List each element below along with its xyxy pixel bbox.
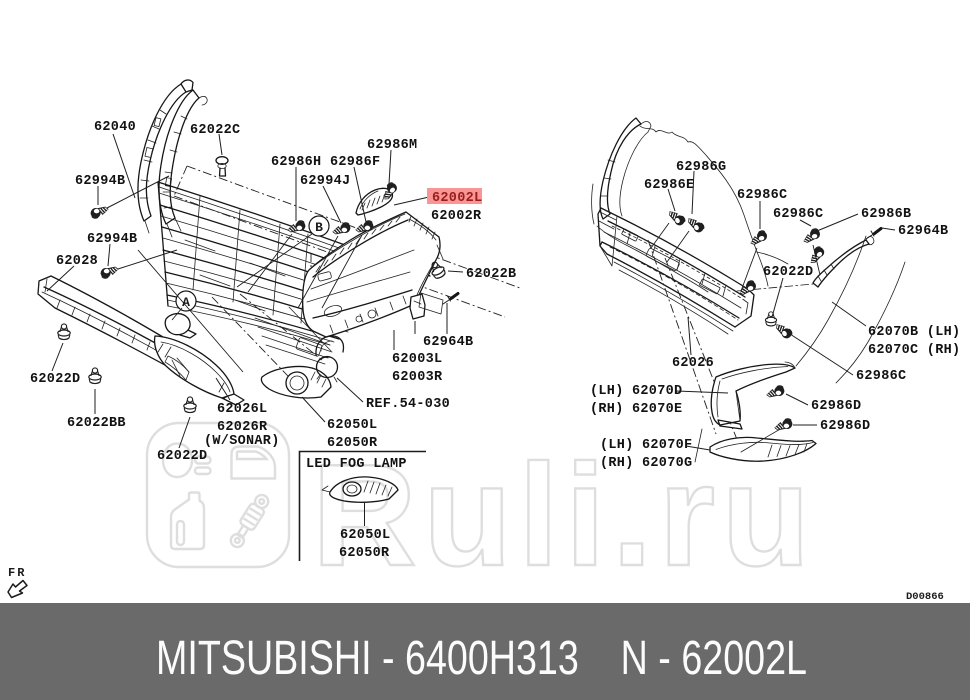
svg-text:62026: 62026 (672, 356, 714, 371)
svg-text:LED FOG LAMP: LED FOG LAMP (306, 457, 407, 472)
svg-text:62986C: 62986C (737, 188, 787, 203)
svg-text:62026R: 62026R (217, 420, 268, 435)
svg-text:D00866: D00866 (906, 591, 944, 603)
svg-text:62002L: 62002L (432, 191, 482, 206)
svg-text:62070C (RH): 62070C (RH) (868, 343, 960, 358)
svg-text:62026L: 62026L (217, 402, 267, 417)
svg-text:62986B: 62986B (861, 207, 911, 222)
svg-text:62022C: 62022C (190, 123, 240, 138)
svg-text:62986C: 62986C (773, 207, 823, 222)
svg-text:62964B: 62964B (898, 224, 948, 239)
svg-text:A: A (182, 295, 190, 310)
svg-text:62022D: 62022D (763, 265, 813, 280)
svg-text:62022BB: 62022BB (67, 416, 126, 431)
svg-text:62986D: 62986D (820, 419, 870, 434)
svg-text:62050R: 62050R (339, 546, 390, 561)
svg-text:62002R: 62002R (431, 209, 482, 224)
svg-text:62986D: 62986D (811, 399, 861, 414)
svg-text:62050R: 62050R (327, 436, 378, 451)
svg-text:MITSUBISHI - 6400H313 N - 6: MITSUBISHI - 6400H313 N - 62002L (156, 632, 807, 685)
svg-text:(LH) 62070F: (LH) 62070F (600, 438, 692, 453)
svg-text:(W/SONAR): (W/SONAR) (204, 434, 280, 449)
svg-text:REF.54-030: REF.54-030 (366, 397, 450, 412)
svg-text:62070B (LH): 62070B (LH) (868, 325, 960, 340)
svg-text:62994J: 62994J (300, 174, 350, 189)
svg-text:B: B (315, 220, 323, 235)
svg-text:62986F: 62986F (330, 155, 380, 170)
svg-text:62994B: 62994B (75, 174, 125, 189)
svg-text:(LH) 62070D: (LH) 62070D (590, 384, 682, 399)
svg-text:62986H: 62986H (271, 155, 321, 170)
svg-text:62028: 62028 (56, 254, 98, 269)
svg-text:62040: 62040 (94, 120, 136, 135)
svg-text:62022B: 62022B (466, 267, 516, 282)
svg-text:62964B: 62964B (423, 335, 473, 350)
svg-text:(RH) 62070E: (RH) 62070E (590, 402, 682, 417)
svg-text:Ruli.ru: Ruli.ru (312, 434, 817, 596)
svg-text:62003L: 62003L (392, 352, 442, 367)
svg-text:62986E: 62986E (644, 178, 694, 193)
svg-text:(RH) 62070G: (RH) 62070G (600, 456, 692, 471)
svg-text:62022D: 62022D (30, 372, 80, 387)
svg-text:62994B: 62994B (87, 232, 137, 247)
svg-text:62050L: 62050L (327, 418, 377, 433)
svg-text:62986C: 62986C (856, 369, 906, 384)
svg-text:62022D: 62022D (157, 449, 207, 464)
svg-text:62986M: 62986M (367, 138, 417, 153)
svg-text:62050L: 62050L (340, 528, 390, 543)
svg-text:62986G: 62986G (676, 160, 726, 175)
svg-text:62003R: 62003R (392, 370, 443, 385)
svg-text:FR: FR (8, 566, 26, 580)
